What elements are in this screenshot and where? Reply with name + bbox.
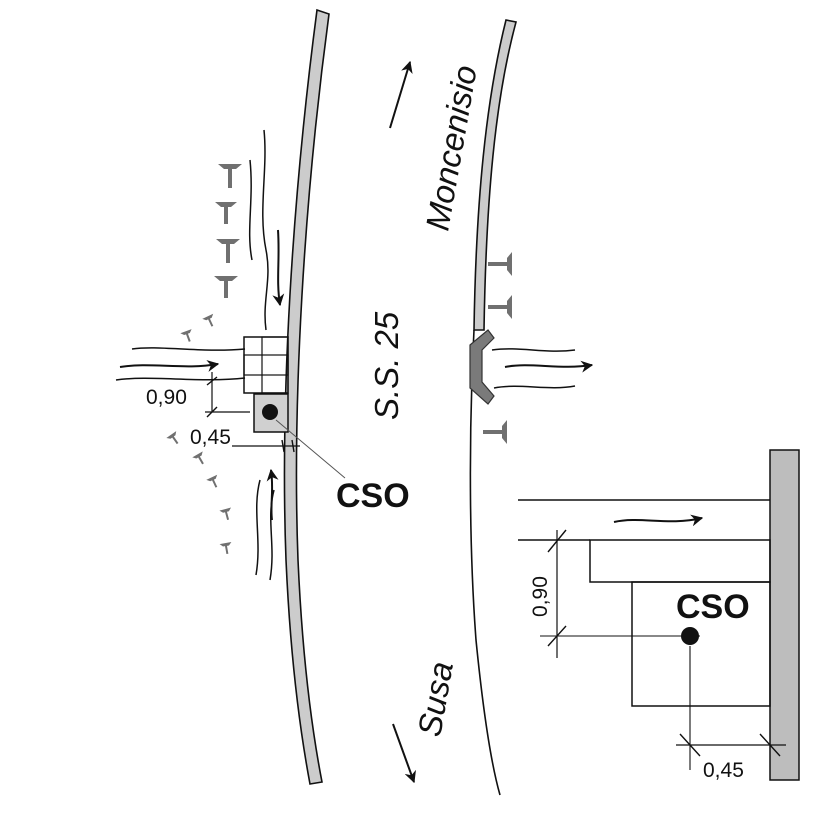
cso-label-detail: CSO (676, 588, 750, 626)
dim-090-detail: 0,90 (529, 576, 552, 617)
detail-flow-arrow (613, 514, 704, 527)
left-curb (283, 8, 330, 785)
inlet-structure (243, 336, 289, 433)
cso-leader (275, 419, 346, 479)
road-label: S.S. 25 (368, 311, 405, 420)
main-dimensions: 0,90 0,45 (146, 372, 300, 453)
outflow-arrow (504, 360, 594, 373)
cso-label-main: CSO (336, 477, 410, 515)
north-arrow (389, 60, 413, 129)
dim-090-main: 0,90 (146, 386, 187, 409)
left-flows (115, 129, 285, 581)
outlet-chevron (469, 329, 495, 405)
upflow-arrow (266, 468, 279, 521)
dim-045-detail: 0,45 (703, 759, 744, 782)
cso-point (262, 404, 278, 420)
vegetation-left (166, 164, 242, 555)
vegetation-right (483, 252, 512, 444)
inflow-arrow (119, 360, 220, 372)
south-arrow (392, 723, 416, 784)
dim-045-main: 0,45 (190, 426, 231, 449)
downflow-arrow (272, 229, 285, 307)
right-flows (491, 348, 594, 389)
right-curb (473, 19, 517, 331)
direction-susa: Susa (410, 659, 459, 740)
right-road-edge (469, 329, 501, 796)
direction-moncenisio: Moncenisio (418, 62, 483, 233)
detail-inset: CSO 0,90 0,45 (518, 449, 800, 782)
detail-curb (769, 449, 800, 781)
